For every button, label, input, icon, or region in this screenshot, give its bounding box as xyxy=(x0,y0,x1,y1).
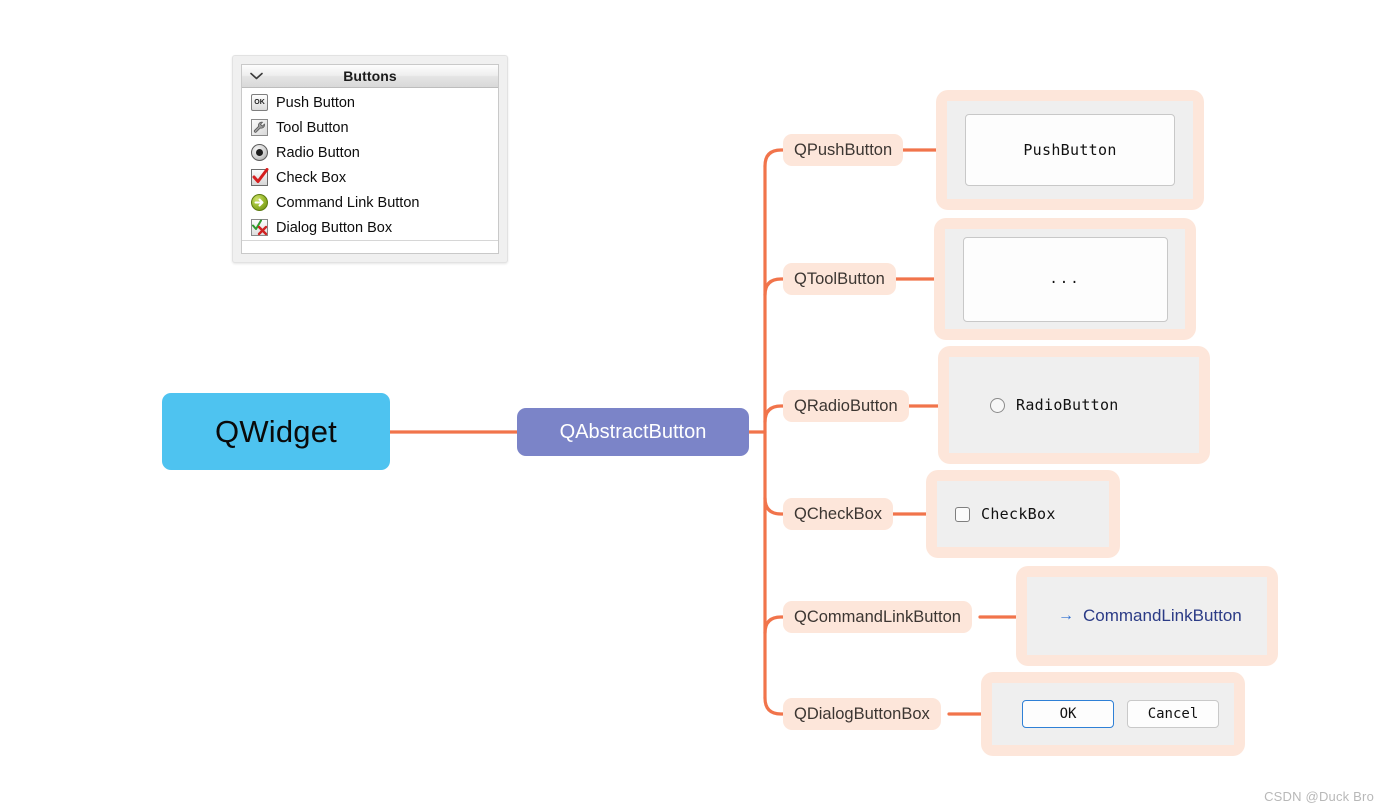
cancel-button[interactable]: Cancel xyxy=(1127,700,1219,728)
buttons-panel-list: OK Push Button Tool Button Radio Button xyxy=(242,88,498,241)
buttons-widget-panel: Buttons OK Push Button Tool Button Radio… xyxy=(232,55,508,263)
qt-radio-button[interactable]: RadioButton xyxy=(949,357,1199,453)
qt-check-box-label: CheckBox xyxy=(981,505,1056,523)
qt-dialog-button-box: OK Cancel xyxy=(992,683,1234,745)
ok-button-label: OK xyxy=(1059,706,1077,722)
pill-label: QDialogButtonBox xyxy=(794,704,930,723)
preview-inner-qtoolbutton: ... xyxy=(945,229,1185,329)
radio-button-icon xyxy=(251,144,268,161)
pill-qradiobutton[interactable]: QRadioButton xyxy=(783,390,909,422)
buttons-panel-header[interactable]: Buttons xyxy=(242,65,498,88)
preview-card-qradiobutton: RadioButton xyxy=(938,346,1210,464)
pill-qcheckbox[interactable]: QCheckBox xyxy=(783,498,894,530)
chevron-down-icon[interactable] xyxy=(250,65,263,87)
qt-push-button[interactable]: PushButton xyxy=(965,114,1175,186)
preview-card-qcommandlinkbutton: → CommandLinkButton xyxy=(1016,566,1278,666)
check-box-icon xyxy=(251,168,269,186)
qt-command-link-button[interactable]: → CommandLinkButton xyxy=(1027,577,1267,655)
pill-qtoolbutton[interactable]: QToolButton xyxy=(783,263,896,295)
qt-check-box[interactable]: CheckBox xyxy=(937,481,1109,547)
list-item-radio-button[interactable]: Radio Button xyxy=(242,140,498,165)
list-item-tool-button[interactable]: Tool Button xyxy=(242,115,498,140)
node-qwidget-label: QWidget xyxy=(215,413,337,449)
checkbox-indicator-icon[interactable] xyxy=(955,506,970,522)
pill-qpushbutton[interactable]: QPushButton xyxy=(783,134,904,166)
watermark: CSDN @Duck Bro xyxy=(1264,789,1374,804)
pill-qdialogbuttonbox[interactable]: QDialogButtonBox xyxy=(783,698,941,730)
qt-command-link-button-label: CommandLinkButton xyxy=(1083,606,1242,625)
list-item-label: Dialog Button Box xyxy=(276,219,393,236)
tool-button-icon xyxy=(251,119,268,136)
arrow-right-icon: → xyxy=(1058,607,1074,624)
buttons-panel-inner: Buttons OK Push Button Tool Button Radio… xyxy=(241,64,499,254)
node-qwidget[interactable]: QWidget xyxy=(162,393,390,470)
qt-tool-button-label: ... xyxy=(1049,271,1081,287)
list-item-command-link-button[interactable]: Command Link Button xyxy=(242,190,498,215)
radio-indicator-icon[interactable] xyxy=(990,397,1005,413)
cancel-button-label: Cancel xyxy=(1147,706,1199,722)
preview-card-qcheckbox: CheckBox xyxy=(926,470,1120,558)
ok-button[interactable]: OK xyxy=(1022,700,1114,728)
list-item-label: Check Box xyxy=(276,169,347,186)
list-item-dialog-button-box[interactable]: Dialog Button Box xyxy=(242,215,498,241)
list-item-check-box[interactable]: Check Box xyxy=(242,165,498,190)
pill-qcommandlinkbutton[interactable]: QCommandLinkButton xyxy=(783,601,972,633)
preview-card-qdialogbuttonbox: OK Cancel xyxy=(981,672,1245,756)
preview-card-qpushbutton: PushButton xyxy=(936,90,1204,210)
pill-label: QCommandLinkButton xyxy=(794,607,961,626)
preview-inner-qpushbutton: PushButton xyxy=(947,101,1193,199)
list-item-label: Tool Button xyxy=(276,119,349,136)
list-item-label: Radio Button xyxy=(276,144,360,161)
list-item-push-button[interactable]: OK Push Button xyxy=(242,90,498,115)
pill-label: QCheckBox xyxy=(794,504,883,523)
pill-label: QRadioButton xyxy=(794,396,898,415)
list-item-label: Push Button xyxy=(276,94,355,111)
qt-radio-button-label: RadioButton xyxy=(1016,396,1119,414)
node-qabstractbutton-label: QAbstractButton xyxy=(559,420,707,443)
preview-card-qtoolbutton: ... xyxy=(934,218,1196,340)
qt-push-button-label: PushButton xyxy=(1023,141,1117,159)
command-link-button-icon xyxy=(251,194,268,211)
list-item-label: Command Link Button xyxy=(276,194,420,211)
buttons-panel-title: Buttons xyxy=(343,68,397,84)
qt-tool-button[interactable]: ... xyxy=(962,236,1168,322)
pill-label: QPushButton xyxy=(794,140,893,159)
dialog-button-box-icon xyxy=(251,219,268,236)
push-button-icon: OK xyxy=(251,94,268,111)
pill-label: QToolButton xyxy=(794,269,885,288)
node-qabstractbutton[interactable]: QAbstractButton xyxy=(517,408,749,456)
